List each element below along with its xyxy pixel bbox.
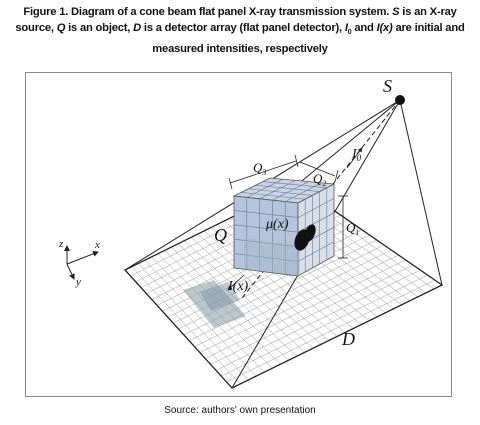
label-q1-sub: 1 [355, 228, 359, 237]
cube-grid-line [233, 224, 299, 233]
caption-symbol-d: D [133, 22, 141, 34]
label-axis-x: x [94, 239, 100, 251]
cube-grid-line [272, 181, 309, 201]
cube-grid-line [262, 181, 327, 189]
label-q2-sub: 2 [322, 179, 326, 188]
object-cube [232, 177, 336, 277]
coordinate-axes [64, 245, 99, 280]
label-i0: I0 [351, 147, 362, 163]
label-ix: I(x) [227, 279, 249, 294]
grid-line [215, 269, 421, 371]
label-i0-main: I [351, 147, 358, 162]
label-d: D [341, 329, 355, 349]
label-q2-main: Q [313, 171, 323, 186]
label-axis-y: y [75, 276, 81, 288]
label-q3-main: Q [253, 160, 263, 175]
cube-grid-line [297, 241, 335, 262]
cube-grid-line [297, 198, 335, 218]
caption-text: are initial and measured intensities, re… [152, 22, 465, 56]
grid-line [221, 274, 428, 377]
grid-line [194, 249, 392, 347]
dimension-q2 [299, 161, 336, 177]
caption-text: is a detector array (flat panel detector… [141, 22, 345, 34]
label-q3-sub: 3 [261, 168, 266, 177]
absorber-2 [304, 224, 316, 242]
label-q1-main: Q [346, 220, 356, 235]
cube-grid-line [259, 180, 296, 200]
caption-symbol-ix: I(x) [376, 22, 393, 34]
cube-grid-line [246, 178, 283, 198]
caption-text: Figure 1. Diagram of a cone beam flat pa… [23, 6, 393, 18]
caption-symbol-s: S [392, 6, 400, 18]
caption-text: is an object, [65, 22, 134, 34]
label-i0-sub: 0 [357, 153, 362, 163]
cube-grid-line [233, 238, 299, 248]
label-q1: Q1 [346, 220, 359, 237]
grid-line [210, 264, 414, 365]
grid-line [226, 279, 435, 383]
cube-grid-line [241, 192, 306, 200]
caption-text: and [351, 22, 377, 34]
label-q3: Q3 [253, 160, 266, 177]
cube-grid-line [233, 210, 299, 218]
label-s: S [383, 76, 392, 96]
label-q: Q [214, 225, 227, 245]
cube-lower-tint [244, 238, 300, 276]
cube-grid-line [285, 182, 322, 202]
ix-arrow [227, 274, 245, 291]
diagram-frame [25, 72, 452, 397]
ray-right [399, 99, 443, 286]
dimension-q3 [229, 160, 297, 184]
figure-caption: Figure 1. Diagram of a cone beam flat pa… [8, 4, 472, 57]
label-q2: Q2 [313, 171, 326, 188]
xray-source-point [395, 95, 405, 105]
ray-back [296, 99, 401, 186]
caption-text: is an X-ray source, [15, 6, 457, 34]
label-mu: μ(x) [265, 217, 289, 232]
grid-line [205, 259, 406, 359]
cube-grid-line [255, 184, 320, 192]
grid-line [199, 254, 399, 353]
cube-side-face [297, 183, 335, 277]
i0-arrow [346, 147, 363, 169]
cube-grid-line [248, 188, 313, 196]
axis-x-line [66, 251, 99, 265]
dimension-marks [228, 154, 348, 259]
cube-grid-line [297, 212, 335, 233]
source-note: Source: authors' own presentation [164, 405, 316, 416]
caption-symbol-q: Q [56, 22, 66, 34]
caption-subscript-0: 0 [347, 29, 352, 37]
label-axis-z: z [58, 238, 64, 250]
cube-grid-line [233, 253, 299, 262]
axis-y-line [66, 263, 75, 280]
caption-symbol-i0: I [344, 22, 348, 34]
